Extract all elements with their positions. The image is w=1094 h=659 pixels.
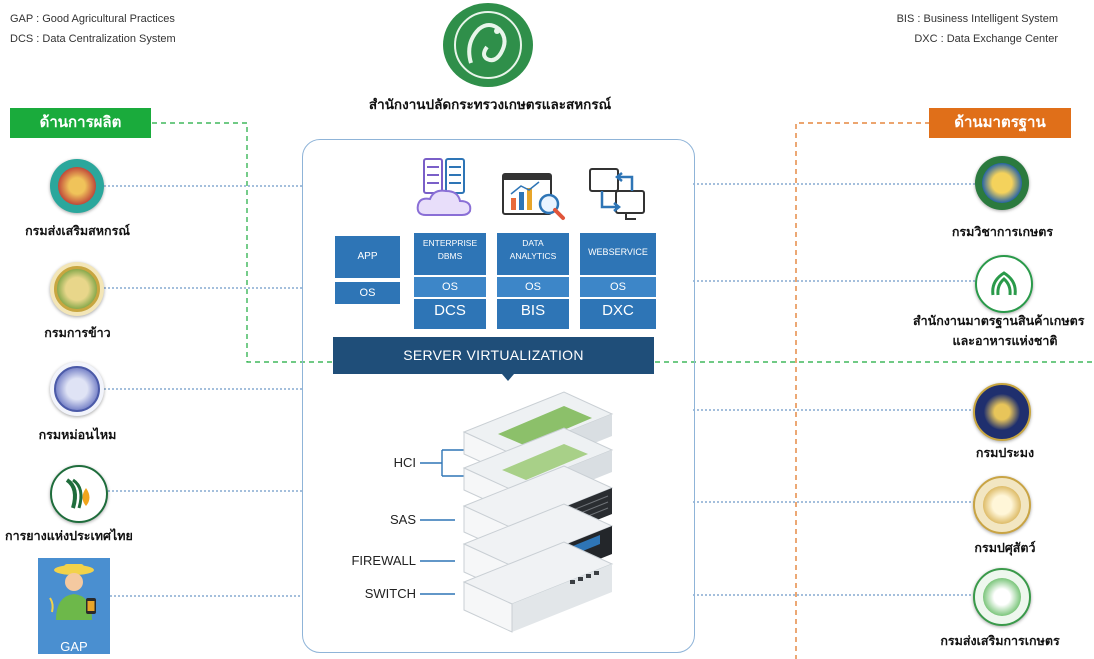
agriculture-emblem-icon bbox=[982, 163, 1022, 203]
app-label: APP bbox=[335, 236, 400, 278]
legend-bis: BIS : Business Intelligent System bbox=[896, 13, 1058, 25]
central-system-container bbox=[302, 139, 695, 653]
dcs-enterprise-label: ENTERPRISE bbox=[422, 238, 478, 248]
org-label-fisheries-department: กรมประมง bbox=[975, 446, 1035, 460]
app-os-label: OS bbox=[335, 282, 400, 304]
org-label-extension-department: กรมส่งเสริมการเกษตร bbox=[940, 634, 1060, 648]
bis-data-label: DATA bbox=[522, 238, 544, 248]
dcs-name-label: DCS bbox=[434, 302, 466, 319]
ministry-logo bbox=[443, 3, 533, 87]
dxc-name-label: DXC bbox=[602, 302, 634, 319]
rubber-drop-icon bbox=[65, 478, 90, 509]
fisheries-emblem-icon bbox=[984, 394, 1020, 430]
acfs-logo bbox=[975, 255, 1033, 313]
hw-label-sas: SAS bbox=[389, 512, 416, 527]
naga-emblem-icon bbox=[448, 5, 528, 85]
rubber-authority-logo bbox=[50, 465, 108, 523]
analytics-chart-icon bbox=[502, 173, 565, 220]
silk-department-logo bbox=[50, 362, 104, 416]
virtualization-pointer bbox=[502, 374, 514, 381]
legend-dxc: DXC : Data Exchange Center bbox=[914, 33, 1058, 45]
server-virtualization-bar: SERVER VIRTUALIZATION bbox=[333, 337, 654, 374]
extension-department-logo bbox=[973, 568, 1031, 626]
rice-department-logo bbox=[50, 262, 104, 316]
bis-block: DATA ANALYTICS OS BIS bbox=[497, 233, 569, 329]
farmer-icon bbox=[49, 564, 96, 620]
hw-label-firewall: FIREWALL bbox=[351, 553, 416, 568]
org-label-acfs-line2: และอาหารแห่งชาติ bbox=[952, 334, 1058, 348]
database-cloud-icon bbox=[416, 158, 472, 216]
org-label-acfs-line1: สำนักงานมาตรฐานสินค้าเกษตร bbox=[913, 314, 1085, 328]
extension-emblem-icon bbox=[983, 578, 1021, 616]
org-label-cooperative-promotion: กรมส่งเสริมสหกรณ์ bbox=[25, 224, 130, 238]
hci-bracket bbox=[420, 449, 475, 477]
gap-card: GAP bbox=[38, 558, 110, 654]
app-block: APP OS bbox=[335, 236, 400, 304]
acfs-emblem-icon bbox=[991, 271, 1017, 296]
left-group-connector bbox=[152, 122, 333, 363]
org-label-rubber-authority: การยางแห่งประเทศไทย bbox=[5, 529, 133, 543]
legend-left: GAP : Good Agricultural Practices DCS : … bbox=[10, 9, 176, 49]
livestock-emblem-icon bbox=[983, 486, 1021, 524]
cooperative-promotion-logo bbox=[50, 159, 104, 213]
cooperative-emblem-icon bbox=[58, 167, 96, 205]
legend-dcs: DCS : Data Centralization System bbox=[10, 33, 176, 45]
org-label-rice-department: กรมการข้าว bbox=[44, 326, 111, 340]
org-label-agriculture-department: กรมวิชาการเกษตร bbox=[951, 225, 1054, 239]
org-label-livestock-department: กรมปศุสัตว์ bbox=[974, 541, 1036, 555]
legend-gap: GAP : Good Agricultural Practices bbox=[10, 13, 175, 25]
dcs-block: ENTERPRISE DBMS OS DCS bbox=[414, 233, 486, 329]
silk-emblem-icon bbox=[54, 366, 100, 412]
fisheries-department-logo bbox=[973, 383, 1031, 441]
org-label-silk-department: กรมหม่อนไหม bbox=[38, 428, 117, 442]
dxc-webservice-label: WEBSERVICE bbox=[588, 247, 648, 257]
bis-analytics-label: ANALYTICS bbox=[509, 251, 557, 261]
bis-name-label: BIS bbox=[520, 302, 546, 319]
right-group-connector bbox=[795, 122, 930, 659]
agriculture-department-logo bbox=[975, 156, 1029, 210]
data-exchange-icon bbox=[589, 168, 645, 220]
hw-label-hci: HCI bbox=[393, 455, 416, 470]
dcs-os-label: OS bbox=[414, 275, 486, 299]
hw-label-switch: SWITCH bbox=[364, 586, 416, 601]
standard-group-pill: ด้านมาตรฐาน bbox=[929, 108, 1071, 138]
livestock-department-logo bbox=[973, 476, 1031, 534]
bis-os-label: OS bbox=[497, 275, 569, 299]
server-rack-illustration bbox=[462, 391, 614, 633]
legend-right: BIS : Business Intelligent System DXC : … bbox=[897, 9, 1058, 49]
dxc-block: WEBSERVICE OS DXC bbox=[580, 233, 656, 329]
dcs-dbms-label: DBMS bbox=[437, 251, 463, 261]
production-group-pill: ด้านการผลิต bbox=[10, 108, 151, 138]
rice-emblem-icon bbox=[54, 266, 100, 312]
dxc-os-label: OS bbox=[580, 275, 656, 299]
gap-label: GAP bbox=[60, 639, 88, 654]
ministry-name: สำนักงานปลัดกระทรวงเกษตรและสหกรณ์ bbox=[368, 97, 612, 112]
